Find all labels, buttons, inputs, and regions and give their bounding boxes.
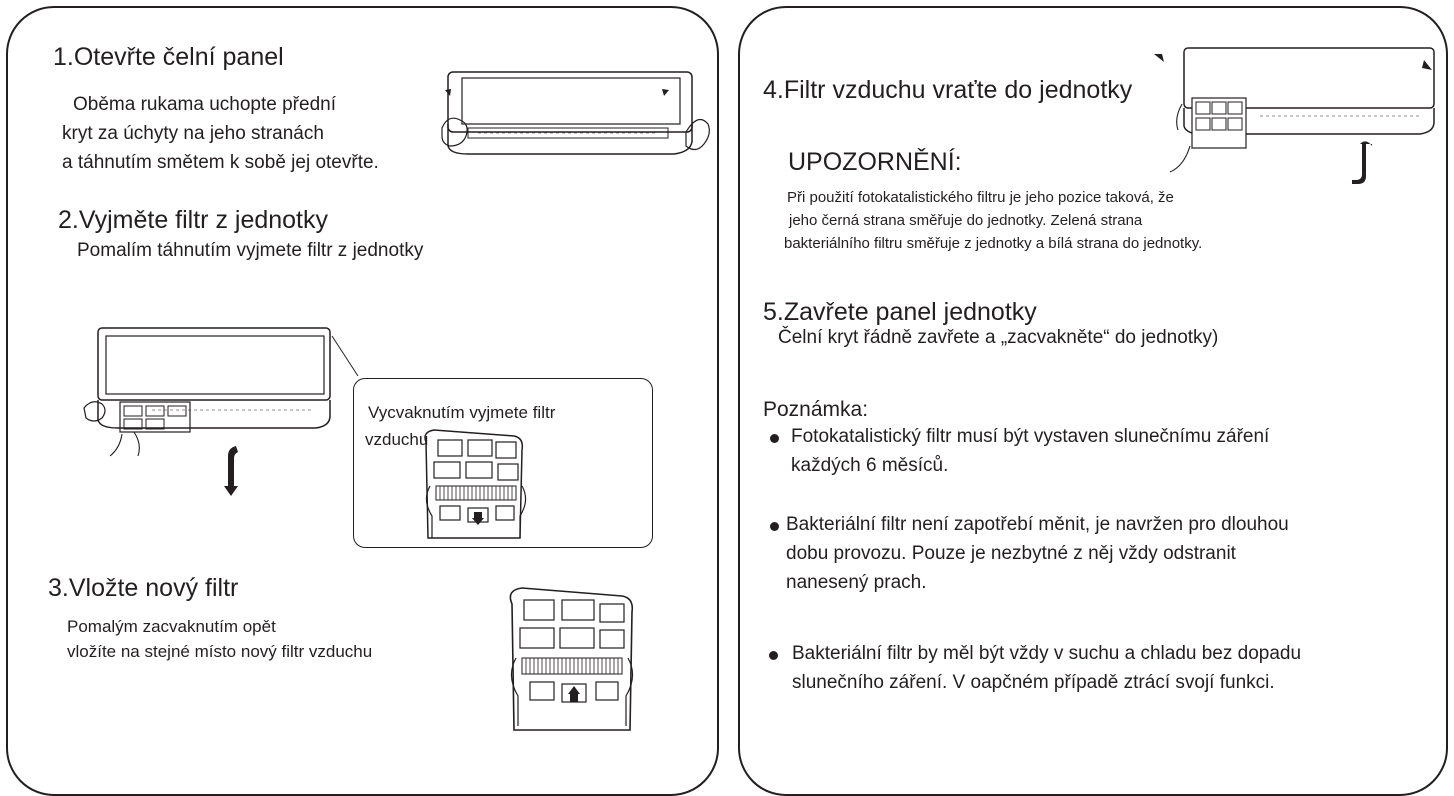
warning-line-2: jeho černá strana směřuje do jednotky. Z… (789, 212, 1143, 229)
callout-line-2: vzduchu (365, 430, 429, 449)
hand-icon (1169, 103, 1191, 173)
warning-title: UPOZORNĚNÍ: (788, 148, 962, 176)
step2-title: 2.Vyjměte filtr z jednotky (58, 206, 329, 234)
air-filter-icon (424, 429, 527, 539)
step1-line-2: kryt za úchyty na jeho stranách (62, 123, 324, 144)
callout-line-1: Vycvaknutím vyjmete filtr (368, 403, 556, 422)
bullet-icon (770, 434, 779, 443)
note-3-line-2: slunečního záření. V oapčném případě ztr… (792, 672, 1275, 693)
air-conditioner-unit-icon (1154, 47, 1435, 184)
hand-icon (441, 117, 468, 147)
note-2-line-3: nanesený prach. (786, 572, 927, 593)
note-1-line-1: Fotokatalistický filtr musí být vystaven… (791, 426, 1270, 447)
step2-text: Pomalím táhnutím vyjmete filtr z jednotk… (77, 240, 424, 261)
air-filter-icon (509, 587, 634, 731)
hand-icon (425, 485, 527, 538)
hand-icon (510, 657, 634, 726)
note-title: Poznámka: (763, 398, 869, 421)
warning-line-1: Při použití fotokatalistického filtru je… (787, 189, 1174, 206)
air-filter-icon (1191, 97, 1247, 149)
air-filter-icon (119, 401, 191, 433)
step3-title: 3.Vložte nový filtr (48, 574, 239, 602)
step4-title: 4.Filtr vzduchu vraťte do jednotky (763, 76, 1133, 104)
air-conditioner-unit-icon (441, 71, 710, 155)
curved-arrow-icon (224, 446, 238, 496)
bullet-icon (770, 522, 779, 531)
bullet-icon (769, 651, 778, 660)
air-conditioner-unit-icon (83, 327, 359, 496)
step1-title: 1.Otevřte čelní panel (53, 43, 284, 71)
step1-line-3: a táhnutím smětem k sobě jej otevřte. (62, 152, 379, 173)
curved-arrow-icon (1352, 141, 1372, 184)
note-1-line-2: každých 6 měsíců. (791, 455, 949, 476)
warning-line-3: bakteriálního filtru směřuje z jednotky … (784, 235, 1203, 252)
note-3-line-1: Bakteriální filtr by měl být vždy v such… (792, 643, 1302, 664)
step5-title: 5.Zavřete panel jednotky (763, 298, 1037, 326)
step3-line-2: vložíte na stejné místo nový filtr vzduc… (67, 642, 373, 661)
note-2-line-2: dobu provozu. Pouze je nezbytné z něj vž… (786, 543, 1236, 564)
step5-text: Čelní kryt řádně zavřete a „zacvakněte“ … (778, 327, 1219, 348)
note-2-line-1: Bakteriální filtr není zapotřebí měnit, … (786, 514, 1289, 535)
step3-line-1: Pomalým zacvaknutím opět (67, 617, 276, 636)
step1-line-1: Oběma rukama uchopte přední (73, 94, 336, 115)
